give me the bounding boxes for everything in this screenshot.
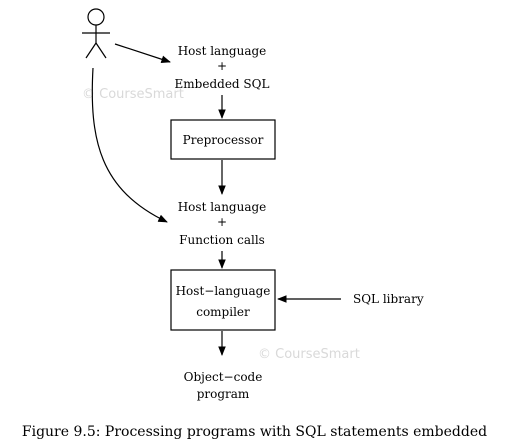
compiler-label-line2: compiler	[196, 305, 250, 319]
input-plus: +	[217, 59, 227, 73]
watermark-bottom: © CourseSmart	[258, 347, 360, 362]
intermediate-line-host-language: Host language	[178, 200, 267, 214]
compiler-box	[170, 269, 276, 331]
output-line-program: program	[197, 387, 250, 401]
preprocessor-label: Preprocessor	[183, 133, 264, 147]
intermediate-plus: +	[217, 215, 227, 229]
preprocessor-box	[170, 119, 276, 160]
figure-caption: Figure 9.5: Processing programs with SQL…	[21, 424, 488, 440]
output-line-object-code: Object−code	[184, 370, 263, 384]
sql-library-label: SQL library	[353, 292, 424, 306]
watermark-top: © CourseSmart	[82, 87, 184, 102]
input-line-host-language: Host language	[178, 44, 267, 58]
arrow-user-to-input	[114, 43, 171, 63]
input-line-embedded-sql: Embedded SQL	[175, 77, 270, 91]
compiler-label-line1: Host−language	[176, 284, 271, 298]
arrow-user-to-intermediate	[91, 67, 168, 223]
user-stick-figure-icon	[82, 8, 110, 59]
intermediate-line-function-calls: Function calls	[179, 233, 265, 247]
